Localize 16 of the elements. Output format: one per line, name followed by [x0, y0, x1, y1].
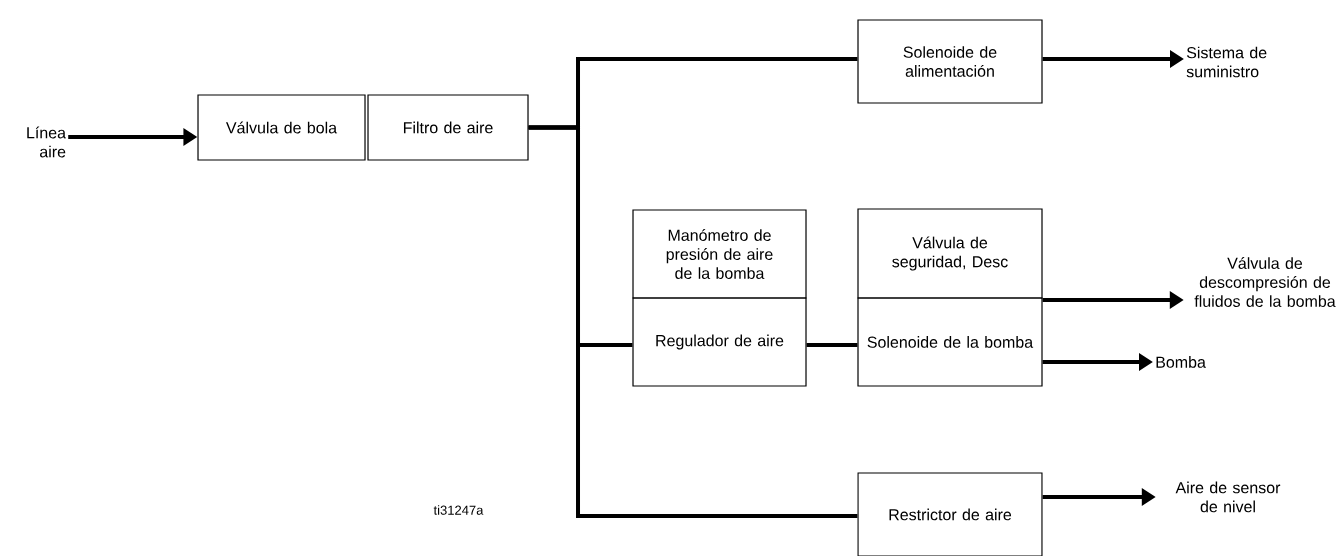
component-box: Regulador de aire [632, 297, 807, 387]
component-box: Manómetro de presión de aire de la bomba [632, 209, 807, 299]
component-box: Restrictor de aire [857, 472, 1043, 556]
component-box: Solenoide de la bomba [857, 297, 1043, 387]
outlet-label: Bomba [1156, 356, 1206, 368]
outlet-label: Sistema de suministro [1186, 46, 1267, 78]
component-box: Válvula de bola [197, 94, 366, 161]
component-box: Filtro de aire [367, 94, 529, 161]
figure-number: ti31247a [433, 505, 484, 515]
connector-line [528, 125, 858, 518]
connector-line [806, 343, 858, 347]
component-box: Válvula de seguridad, Desc [857, 208, 1043, 299]
outlet-label: Aire de sensor de nivel [1175, 481, 1281, 513]
component-box: Solenoide de alimentación [857, 19, 1043, 104]
outlet-label: Válvula de descompresión de fluidos de la bomba [1194, 257, 1336, 307]
outlet-label: Línea aire [27, 126, 66, 158]
